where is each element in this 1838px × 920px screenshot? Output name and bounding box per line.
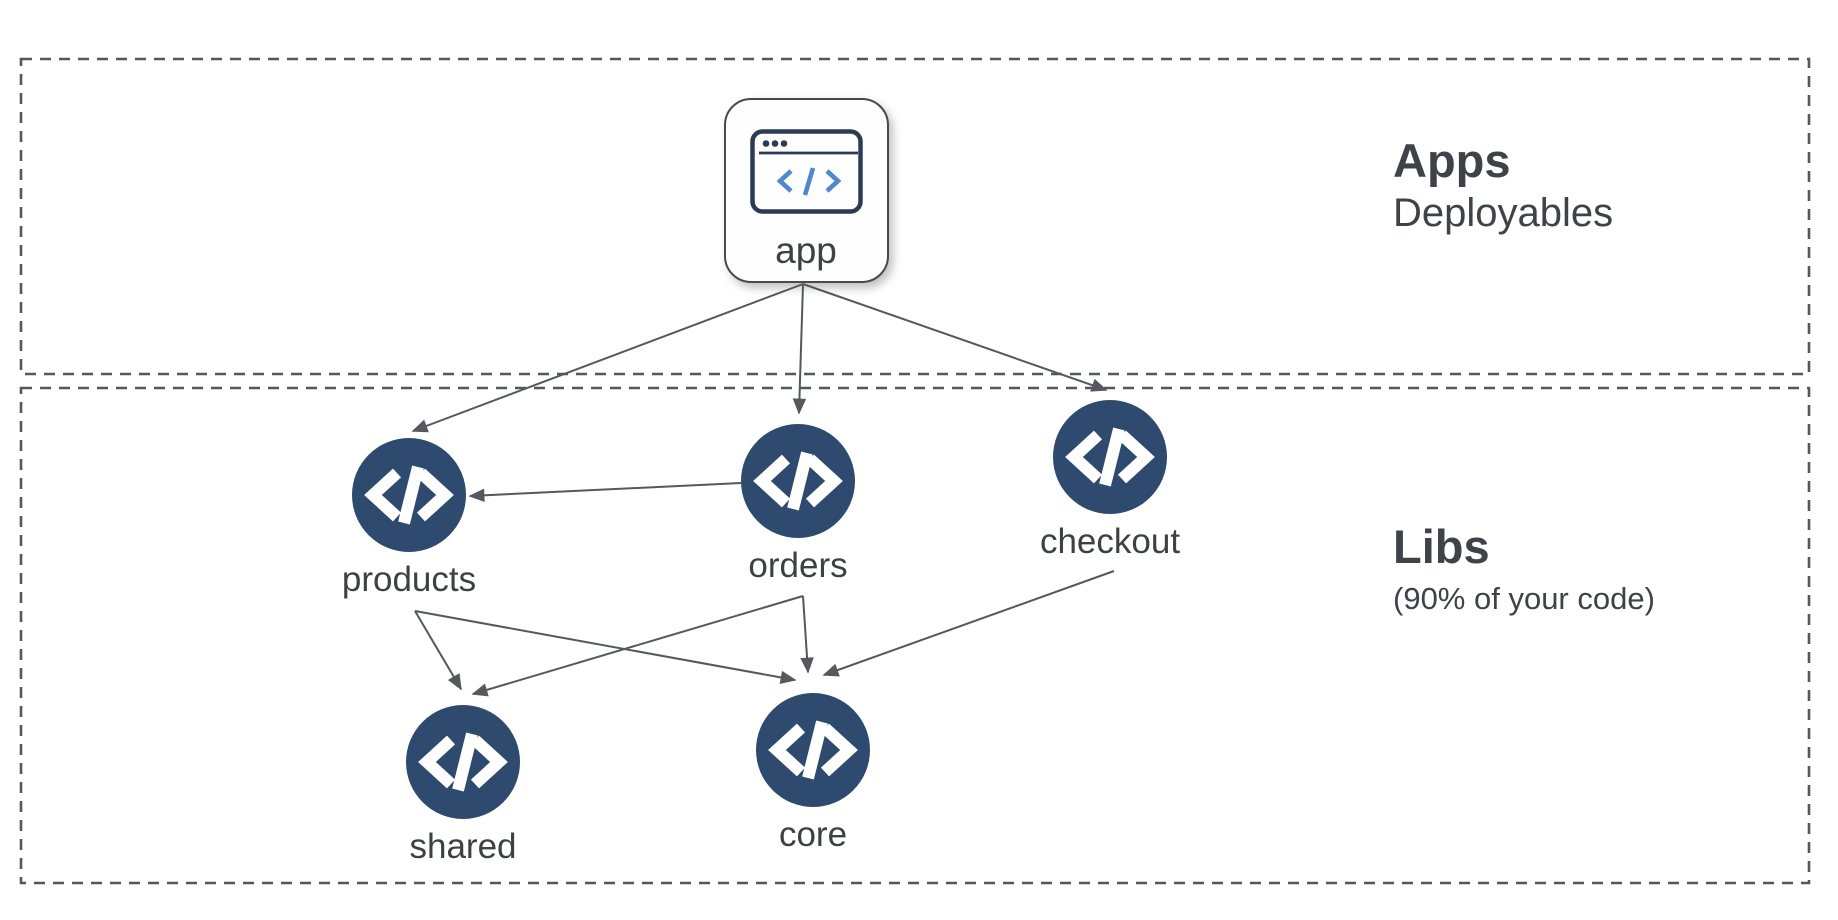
edge-app-to-products <box>411 283 804 433</box>
code-circle <box>406 705 520 819</box>
edge-products-to-shared <box>414 610 462 691</box>
code-circle <box>741 424 855 538</box>
browser-window-icon <box>749 128 863 214</box>
node-products-label: products <box>341 560 477 599</box>
node-checkout-label: checkout <box>1039 522 1181 561</box>
apps-section-label: Apps Deployables <box>1393 133 1613 236</box>
code-icon <box>418 732 508 792</box>
code-icon <box>776 166 841 196</box>
code-circle <box>352 438 466 552</box>
code-icon <box>753 451 843 511</box>
libs-section-title: Libs <box>1393 520 1490 573</box>
node-app-label: app <box>775 229 837 271</box>
node-checkout: checkout <box>1040 400 1180 561</box>
apps-section-title: Apps <box>1393 134 1511 187</box>
node-shared-label: shared <box>409 827 517 866</box>
edge-app-to-orders <box>792 283 807 415</box>
window-dot-icon <box>780 139 787 147</box>
code-circle <box>1053 400 1167 514</box>
node-core: core <box>756 693 870 854</box>
window-dot-icon <box>771 139 778 147</box>
edge-orders-to-shared <box>471 595 804 697</box>
code-circle <box>756 693 870 807</box>
edge-orders-to-products <box>468 482 742 503</box>
node-app: app <box>723 97 889 283</box>
libs-section-label: Libs (90% of your code) <box>1393 519 1655 618</box>
node-shared: shared <box>406 705 520 866</box>
node-orders: orders <box>741 424 855 585</box>
libs-section-border <box>19 386 1811 885</box>
code-icon <box>1065 427 1155 487</box>
edge-products-to-core <box>414 610 797 685</box>
edge-checkout-to-core <box>822 570 1115 677</box>
edge-app-to-checkout <box>802 283 1108 392</box>
code-icon <box>768 720 858 780</box>
node-products: products <box>342 438 476 599</box>
apps-section-subtitle: Deployables <box>1393 191 1614 236</box>
edge-orders-to-core <box>800 595 814 674</box>
node-core-label: core <box>778 815 848 854</box>
libs-section-subtitle: (90% of your code) <box>1393 581 1655 617</box>
window-dot-icon <box>762 139 769 147</box>
node-orders-label: orders <box>748 546 848 585</box>
code-icon <box>364 465 454 525</box>
